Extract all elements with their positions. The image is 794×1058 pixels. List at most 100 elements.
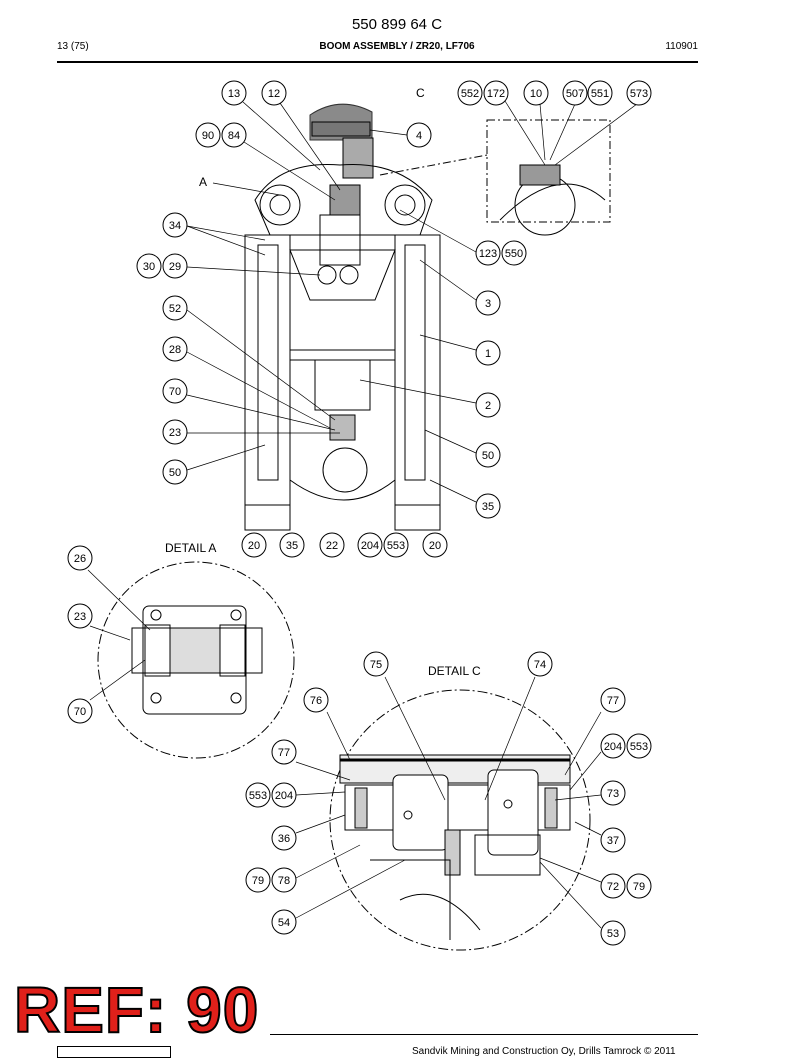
footer-rule <box>270 1034 698 1035</box>
callout: 35 <box>279 532 305 558</box>
callout-label: 22 <box>326 540 338 552</box>
callout-label: 70 <box>169 386 181 398</box>
callout: 23 <box>162 419 188 445</box>
callout-label: 553 <box>630 741 648 753</box>
callout: 79 <box>626 873 652 899</box>
callout-label: 1 <box>485 348 491 360</box>
callout-label: 20 <box>248 540 260 552</box>
callout: 204 <box>271 782 297 808</box>
detail-a-callouts: 26 23 70 <box>67 545 93 724</box>
ref-stamp: REF: 90 <box>13 974 260 1046</box>
callout: 76 <box>303 687 329 713</box>
callout-label: 123 <box>479 248 497 260</box>
callout: 72 <box>600 873 626 899</box>
callout-label: 507 <box>566 88 584 100</box>
callout-label: 78 <box>278 875 290 887</box>
header-rule <box>57 61 698 63</box>
callout: 26 <box>67 545 93 571</box>
callout-label: 77 <box>278 747 290 759</box>
callout-label: 20 <box>429 540 441 552</box>
callout-label: 30 <box>143 261 155 273</box>
detail-c-callouts: 75 74 76 77 77 204 553 553 204 73 36 37 … <box>245 651 652 946</box>
view-marker-a: A <box>199 175 207 189</box>
callout: 52 <box>162 295 188 321</box>
callout: 12 <box>261 80 287 106</box>
callout-label: 550 <box>505 248 523 260</box>
callout: 36 <box>271 825 297 851</box>
callout: 204 <box>600 733 626 759</box>
callout-label: 90 <box>202 130 214 142</box>
callout: 35 <box>475 493 501 519</box>
callout: 50 <box>475 442 501 468</box>
callout-label: 70 <box>74 706 86 718</box>
callout-label: 53 <box>607 928 619 940</box>
callout-label: 23 <box>74 611 86 623</box>
callout: 13 <box>221 80 247 106</box>
main-assembly-drawing <box>244 103 441 531</box>
company-logo <box>57 1046 171 1058</box>
callout-label: 2 <box>485 400 491 412</box>
callout: 29 <box>162 253 188 279</box>
callout-label: 4 <box>416 130 422 142</box>
callout-label: 72 <box>607 881 619 893</box>
callout-label: 172 <box>487 88 505 100</box>
callout: 552 <box>457 80 483 106</box>
callout-label: 54 <box>278 917 290 929</box>
callout-label: 37 <box>607 835 619 847</box>
page-title: BOOM ASSEMBLY / ZR20, LF706 <box>319 41 475 52</box>
callout-label: 551 <box>591 88 609 100</box>
callout-label: 79 <box>633 881 645 893</box>
callout-label: 74 <box>534 659 546 671</box>
callout: 551 <box>587 80 613 106</box>
callout-label: 34 <box>169 220 181 232</box>
main-callouts: 13 12 552 172 10 507 551 573 90 84 4 34 … <box>136 80 652 558</box>
callout: 23 <box>67 603 93 629</box>
callout-label: 26 <box>74 553 86 565</box>
footer-copyright: Sandvik Mining and Construction Oy, Dril… <box>412 1046 676 1057</box>
callout: 20 <box>241 532 267 558</box>
document-number: 550 899 64 C <box>351 16 443 33</box>
document-code: 110901 <box>665 41 698 52</box>
callout: 573 <box>626 80 652 106</box>
callout-label: 12 <box>268 88 280 100</box>
callout: 553 <box>626 733 652 759</box>
callout-label: 28 <box>169 344 181 356</box>
callout: 1 <box>475 340 501 366</box>
detail-a-view <box>97 561 295 759</box>
callout-label: 79 <box>252 875 264 887</box>
callout: 2 <box>475 392 501 418</box>
callout-label: 75 <box>370 659 382 671</box>
callout: 204 <box>357 532 383 558</box>
detail-a-title: DETAIL A <box>165 541 216 555</box>
callout: 79 <box>245 867 271 893</box>
callout: 73 <box>600 780 626 806</box>
leader-lines <box>87 100 638 929</box>
callout: 54 <box>271 909 297 935</box>
callout: 53 <box>600 920 626 946</box>
callout-label: 50 <box>482 450 494 462</box>
callout: 172 <box>483 80 509 106</box>
callout-label: 76 <box>310 695 322 707</box>
callout-label: 36 <box>278 833 290 845</box>
callout-label: 35 <box>482 501 494 513</box>
callout-label: 77 <box>607 695 619 707</box>
callout: 123 <box>475 240 501 266</box>
callout: 553 <box>245 782 271 808</box>
callout: 77 <box>271 739 297 765</box>
callout-label: 52 <box>169 303 181 315</box>
callout: 78 <box>271 867 297 893</box>
callout: 10 <box>523 80 549 106</box>
callout: 70 <box>162 378 188 404</box>
callout-label: 84 <box>228 130 240 142</box>
callout: 3 <box>475 290 501 316</box>
callout-label: 204 <box>361 540 379 552</box>
callout-label: 50 <box>169 467 181 479</box>
view-marker-c: C <box>416 86 425 100</box>
detail-c-view <box>329 689 591 951</box>
callout: 34 <box>162 212 188 238</box>
callout: 77 <box>600 687 626 713</box>
callout: 30 <box>136 253 162 279</box>
callout: 90 <box>195 122 221 148</box>
callout-label: 204 <box>604 741 622 753</box>
detail-c-small-view <box>379 119 611 236</box>
